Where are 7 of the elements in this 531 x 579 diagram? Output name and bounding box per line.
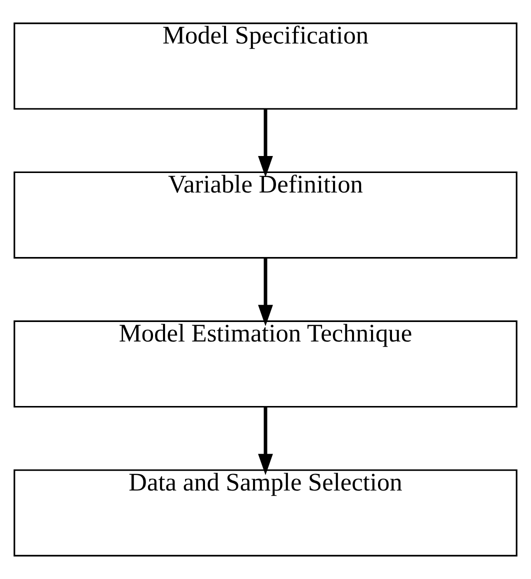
node-box: Variable Definition: [14, 171, 518, 259]
arrow: [258, 258, 273, 326]
arrow: [258, 109, 273, 178]
node-box: Model Specification: [14, 22, 518, 110]
arrow: [258, 406, 273, 476]
node-box: Model Estimation Technique: [14, 320, 518, 408]
node-box: Data and Sample Selection: [14, 469, 518, 556]
